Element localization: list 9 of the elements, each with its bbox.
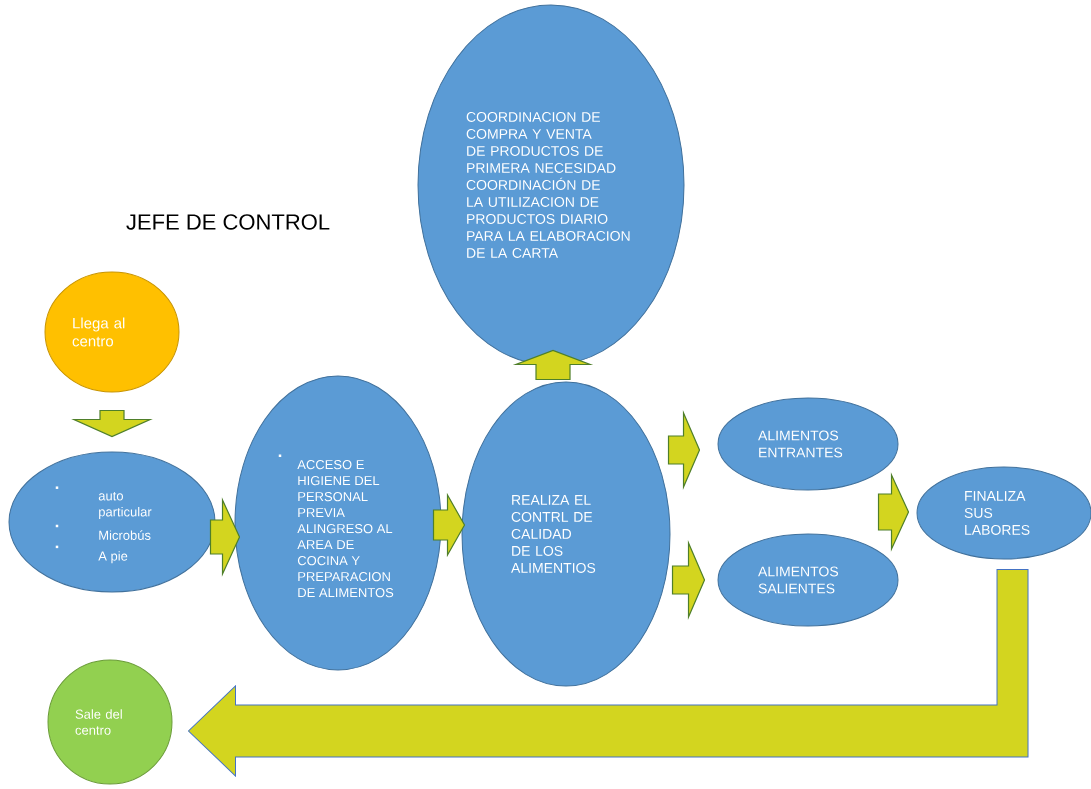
block-arrow: [667, 410, 701, 490]
block-arrow: [209, 497, 241, 577]
block-arrow: [877, 472, 910, 552]
block-arrow: [71, 409, 153, 438]
bent-block-arrow: [188, 569, 1029, 777]
block-arrow: [512, 349, 594, 381]
block-arrow: [432, 492, 466, 558]
title: JEFE DE CONTROL: [126, 214, 330, 230]
block-arrow: [671, 540, 706, 620]
